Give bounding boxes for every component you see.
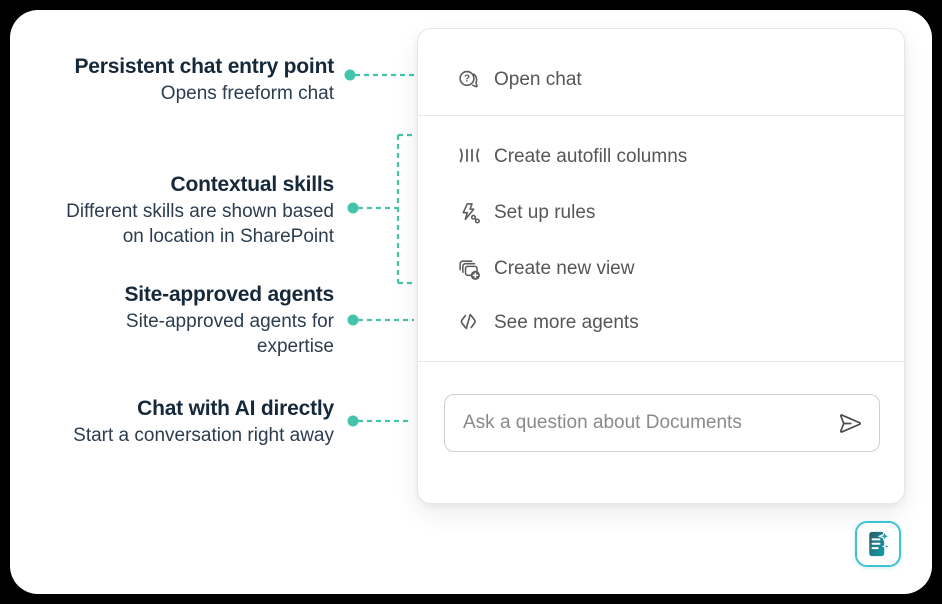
annotation-site-agents: Site-approved agents Site-approved agent… — [4, 282, 334, 359]
send-button[interactable] — [831, 404, 869, 442]
menu-item-create-autofill-columns[interactable]: Create autofill columns — [456, 142, 687, 172]
ask-question-box — [444, 394, 880, 452]
menu-item-see-more-agents[interactable]: See more agents — [456, 308, 639, 338]
annotation-title: Site-approved agents — [124, 283, 334, 306]
autofill-columns-icon — [456, 144, 482, 170]
annotation-title: Persistent chat entry point — [74, 55, 335, 78]
menu-item-open-chat[interactable]: ? Open chat — [456, 65, 582, 95]
menu-item-label: Open chat — [494, 69, 582, 90]
agents-icon — [456, 310, 482, 336]
annotation-title: Contextual skills — [170, 173, 335, 196]
copilot-menu-panel: ? Open chat Create autofill columns — [417, 28, 905, 504]
chat-question-icon: ? — [456, 67, 482, 93]
menu-item-set-up-rules[interactable]: Set up rules — [456, 198, 595, 228]
rules-flash-icon — [456, 200, 482, 226]
annotation-title: Chat with AI directly — [137, 397, 334, 420]
send-icon — [837, 410, 864, 437]
ask-question-input[interactable] — [445, 395, 831, 451]
annotation-description: Opens freeform chat — [160, 83, 334, 104]
menu-item-create-new-view[interactable]: Create new view — [456, 254, 634, 284]
annotation-description: Start a conversation right away — [73, 425, 334, 446]
menu-item-label: See more agents — [494, 312, 639, 333]
copilot-document-icon — [863, 529, 893, 559]
menu-item-label: Set up rules — [494, 202, 596, 223]
menu-item-label: Create autofill columns — [494, 146, 688, 167]
menu-divider — [418, 115, 904, 116]
annotation-description: Site-approved agents for expertise — [125, 311, 334, 357]
create-view-icon — [456, 256, 482, 282]
svg-text:?: ? — [463, 73, 469, 84]
copilot-launcher-button[interactable] — [855, 521, 901, 567]
annotation-chat-directly: Chat with AI directly Start a conversati… — [4, 396, 334, 448]
annotation-persistent-chat: Persistent chat entry point Opens freefo… — [4, 54, 335, 106]
menu-divider — [418, 361, 904, 362]
menu-item-label: Create new view — [494, 258, 635, 279]
annotation-description: Different skills are shown based on loca… — [66, 201, 334, 247]
annotation-contextual-skills: Contextual skills Different skills are s… — [4, 172, 334, 249]
